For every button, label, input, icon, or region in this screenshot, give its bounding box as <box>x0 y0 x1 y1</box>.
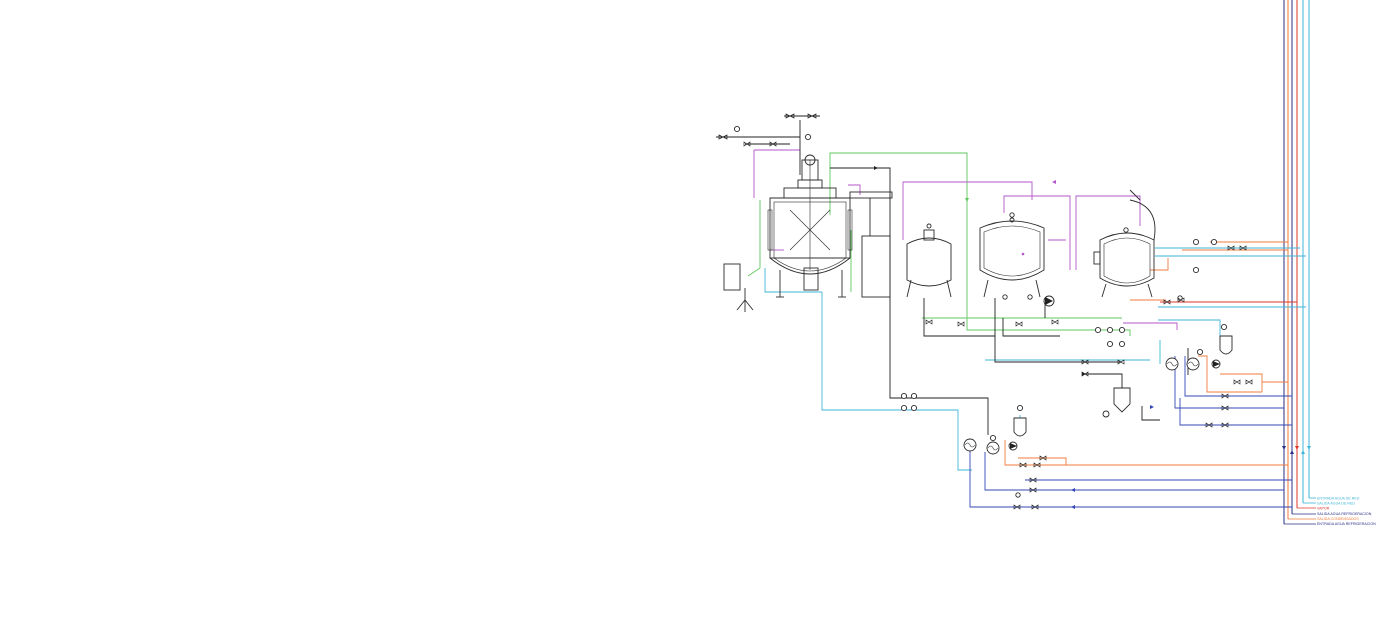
orange-lines <box>1004 241 1288 466</box>
jacketed-vessel <box>979 217 1045 298</box>
sample-tank <box>723 263 754 312</box>
utility-header-lines <box>1283 0 1316 525</box>
small-vessel <box>906 223 952 298</box>
column-tank <box>861 235 891 298</box>
heat-exchangers <box>963 357 1200 455</box>
main-reactor <box>767 154 893 298</box>
small-tanks <box>1013 335 1233 437</box>
black-lines <box>716 115 1189 435</box>
legend-salida-agua-red: SALIDA AGUA DE RED <box>1317 502 1355 506</box>
cyan-lines <box>764 247 1306 471</box>
legend-entrada-agua-refrigeracion: ENTRADA AGUA REFRIGERACION <box>1317 522 1376 526</box>
legend-salida-agua-refrigeracion: SALIDA AGUA REFRIGERACION <box>1317 512 1372 516</box>
pumps <box>1008 295 1221 451</box>
purple-lines <box>753 149 1178 330</box>
legend-salida-condensados: SALIDA CONDENSADOS <box>1317 517 1359 521</box>
instrument-gauges <box>733 125 1228 498</box>
flow-arrows <box>874 166 1311 509</box>
legend-entrada-agua-red: ENTRADA AGUA DE RED <box>1317 497 1360 501</box>
valves <box>718 113 1253 510</box>
lidded-vessel <box>1093 189 1156 298</box>
legend-vapor: VAPOR <box>1317 507 1330 511</box>
green-lines <box>747 152 1131 336</box>
legend: ENTRADA AGUA DE RED SALIDA AGUA DE RED V… <box>1317 497 1376 527</box>
blue-lines <box>969 356 1292 508</box>
